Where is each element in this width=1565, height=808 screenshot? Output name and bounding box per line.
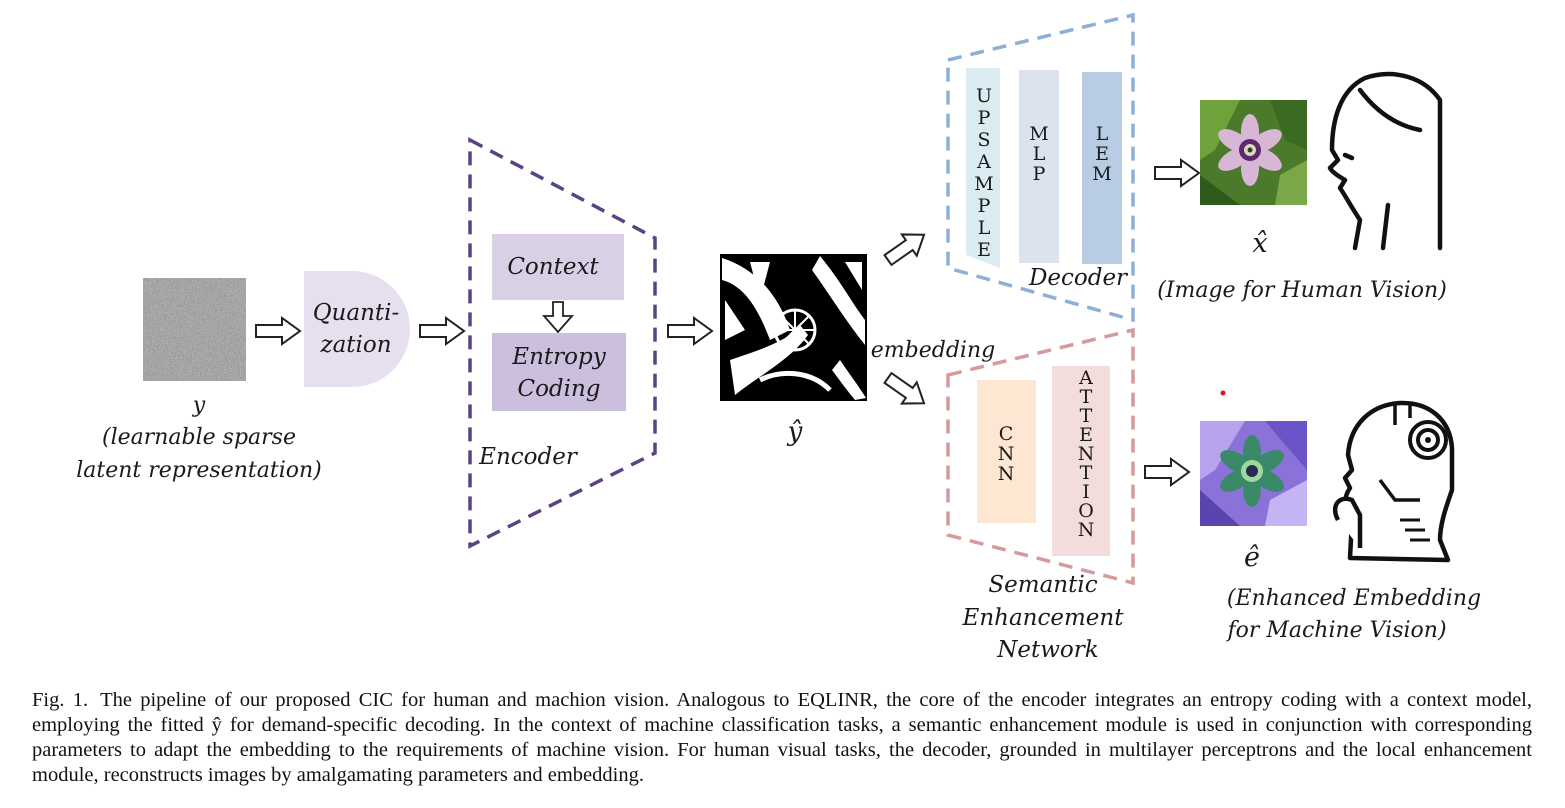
- latent-label-line1: (learnable sparse: [102, 425, 296, 450]
- latent-label-line2: latent representation): [76, 458, 321, 483]
- reconstructed-flower-image: [1200, 100, 1307, 205]
- arrow-latent-to-quant: [255, 317, 301, 345]
- encoder-label: Encoder: [478, 444, 579, 470]
- sen-outline: [946, 327, 1135, 586]
- quantization-label-line2: zation: [319, 332, 391, 358]
- arrow-context-to-entropy: [542, 301, 574, 334]
- e-hat-symbol: ê: [1244, 542, 1260, 573]
- sen-label-line2: Enhancement: [962, 605, 1125, 631]
- e-hat-caption-line1: (Enhanced Embedding: [1227, 586, 1481, 611]
- y-hat-symbol: ŷ: [787, 417, 803, 447]
- sen-label-line3: Network: [996, 637, 1098, 663]
- caption-label: Fig. 1.: [32, 689, 89, 711]
- embedding-label: embedding: [871, 338, 995, 363]
- enhanced-embedding-image: [1200, 421, 1307, 526]
- e-hat-caption-line2: for Machine Vision): [1225, 618, 1446, 643]
- arrow-to-sen: [879, 366, 933, 415]
- latent-noise-image: [143, 278, 246, 381]
- caption-text: The pipeline of our proposed CIC for hum…: [32, 689, 1532, 786]
- pipeline-diagram: y (learnable sparse latent representatio…: [76, 12, 1481, 663]
- robot-head-icon: [1332, 400, 1455, 563]
- x-hat-symbol: x̂: [1252, 228, 1267, 259]
- decoder-outline: [946, 12, 1135, 323]
- sen-label-line1: Semantic: [988, 572, 1097, 598]
- red-dot-marker: [1220, 390, 1226, 396]
- context-block: [492, 234, 624, 300]
- decoder-label: Decoder: [1028, 265, 1129, 291]
- arrow-encoder-to-yhat: [667, 317, 713, 345]
- lem-block: [1082, 72, 1122, 264]
- x-hat-caption: (Image for Human Vision): [1157, 278, 1447, 303]
- latent-symbol: y: [192, 393, 206, 418]
- attention-block: [1052, 366, 1110, 556]
- entropy-label-line2: Coding: [517, 376, 600, 402]
- arrow-decoder-to-image: [1154, 159, 1200, 187]
- upsample-block: [966, 68, 1000, 268]
- human-head-icon: [1327, 71, 1443, 251]
- quantization-block: [304, 271, 410, 387]
- cnn-block: [977, 380, 1036, 523]
- figure-caption: Fig. 1.The pipeline of our proposed CIC …: [32, 688, 1532, 788]
- arrow-quant-to-encoder: [419, 317, 465, 345]
- encoder-outline: [468, 137, 657, 549]
- y-hat-binary-image: [720, 254, 867, 401]
- arrow-to-decoder: [879, 223, 933, 272]
- entropy-coding-block: [492, 333, 626, 411]
- entropy-label-line1: Entropy: [511, 344, 606, 370]
- arrow-sen-to-embedding: [1144, 458, 1190, 486]
- context-label: Context: [507, 254, 599, 280]
- mlp-block: [1019, 70, 1059, 263]
- quantization-label-line1: Quanti-: [313, 300, 400, 326]
